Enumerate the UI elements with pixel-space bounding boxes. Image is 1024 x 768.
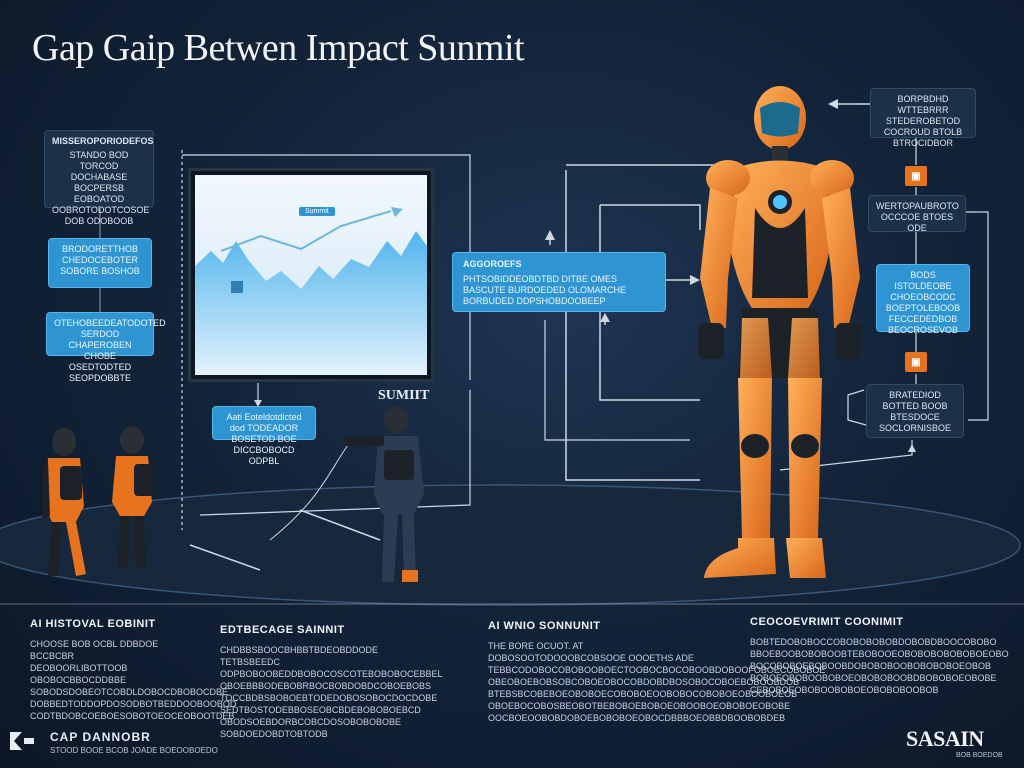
center-box-heading: AGGOROEFS — [463, 259, 522, 269]
column-2-line-7: SOBDOEDOBDTOBTODB — [220, 729, 328, 739]
column-4-line-2: BBOEBOOBOBOBOOBTEBOBOOEOBOBOBOBOBOBOEOBO — [750, 649, 1009, 659]
column-3-line-5: OBOEBOCOBOSBEOBOTBEBOBOEBOBOEOBOOBOEOBOB… — [488, 701, 791, 711]
footer-sub-left: STOOD BOOE BCOB JOADE BOEOOBOEDO — [50, 746, 218, 755]
column-2-line-6: OBODSOEBDORBCOBCDOSOBOBOBOBE — [220, 717, 402, 727]
column-2: EDTBECAGE SAINNIT CHDBBSBOOCBHBBTBDEOBDD… — [220, 624, 443, 740]
right-box-2: WERTOPAUBROTO OCCCOE BTOES ODE — [868, 195, 966, 233]
column-1-line-2: DEOBOORLIBOTTOOB OBOBOCBBOCDDBBE — [30, 663, 128, 685]
logo-left-icon — [10, 732, 34, 750]
left-box-2-text: BRODORETTHOB CHEDOCEBOTER SOBORE BOSHOB — [60, 244, 140, 276]
left-box-3-text: OTEHOBEEDEATODOTED SERDOD CHAPEROBEN CHO… — [54, 318, 166, 383]
left-box-1-text: STANDO BOD TORCOD DOCHABASE BOCPERSB EOB… — [52, 150, 150, 226]
caption-box: Aati Eoteldotdicted dod TODEADOR BOSETOD… — [212, 406, 316, 466]
orange-tag-2: ▣ — [905, 352, 927, 372]
column-2-line-4: TOCCBDBSBOBOEBTODEDOBOSOBOCDOCDOBE — [220, 693, 438, 703]
column-1-line-4: DOBBEDTODDOPDOSODBOTBEDDOOBOOBOD — [30, 699, 237, 709]
column-2-line-1: CHDBBSBOOCBHBBTBDEOBDDODE TETBSBEEDC — [220, 645, 379, 667]
column-1: AI HISTOVAL EOBINIT CHOOSE BOB OCBL DDBD… — [30, 618, 237, 722]
right-box-4: BRATEDIOD BOTTED BOOB BTESDOCE SOCLORNIS… — [866, 384, 964, 438]
right-box-3: BODS ISTOLDEOBE CHOEOBCODC BOEPTOLEBOOB … — [876, 264, 970, 335]
right-box-3-text: BODS ISTOLDEOBE CHOEOBCODC BOEPTOLEBOOB … — [885, 270, 961, 335]
center-box-text: PHTSOBIDDEOBDTBD DITBE OMES BASCUTE BURD… — [463, 274, 627, 306]
right-box-1: BORPBDHD WTTEBRRR STEDEROBETOD COCROUD B… — [870, 88, 976, 148]
orange-tag-1: ▣ — [905, 166, 927, 186]
column-3-line-6: OOCBOEOOBOBDOBOEBOBOBOEOBOCDBBBOEOBBDBOO… — [488, 713, 786, 723]
column-2-line-5: SEDTBOSTODEBBOSEOBCBDEBOBOBOEBCD — [220, 705, 421, 715]
column-4-line-3: BOCOBOBOEBOBOOBDOBOBOBOOBOBOBOBOEOBOB — [750, 661, 992, 671]
monitor-chart — [195, 175, 427, 375]
column-3-line-3: OBEOBOEBOBSOBCOBOEOBOCOBDOBDBOSOBOCOBOEB… — [488, 677, 800, 687]
column-1-line-3: SOBODSDOBEOTCOBDLDOBOCDBOBOCDBE — [30, 687, 229, 697]
column-4-line-1: BOBTEDOBOBOCCOBOBOBOBOBDOBOBDBOOCOBOBO — [750, 637, 997, 647]
robot-figure — [698, 86, 862, 578]
caption-box-text: Aati Eoteldotdicted dod TODEADOR BOSETOD… — [226, 412, 302, 466]
column-3: AI WNIO SONNUNIT THE BORE OCUOT. AT DOBO… — [488, 620, 826, 724]
astronaut-figure-1 — [42, 428, 86, 576]
left-box-1: MISSEROPORIODEFOS STANDO BOD TORCOD DOCH… — [44, 130, 154, 226]
left-box-3: OTEHOBEEDEATODOTED SERDOD CHAPEROBEN CHO… — [46, 312, 166, 383]
right-box-1-text: BORPBDHD WTTEBRRR STEDEROBETOD COCROUD B… — [883, 94, 963, 148]
footer-logo-right: SASAIN — [906, 726, 984, 751]
column-1-heading: AI HISTOVAL EOBINIT — [30, 618, 156, 630]
left-box-2: BRODORETTHOB CHEDOCEBOTER SOBORE BOSHOB — [48, 238, 152, 288]
center-box: AGGOROEFS PHTSOBIDDEOBDTBD DITBE OMES BA… — [452, 252, 666, 312]
column-3-line-4: BTEBSBCOBEBOEOBOBOECOBOBOEOOBOBOCOBOBOEO… — [488, 689, 798, 699]
monitor-badge: Summit — [299, 207, 335, 216]
astronaut-figure-2 — [112, 426, 154, 568]
page-title: Gap Gaip Betwen Impact Sunmit — [32, 27, 525, 69]
column-4-heading: CEOCOEVRIMIT COONIMIT — [750, 616, 904, 628]
soldier-figure — [344, 406, 424, 582]
column-2-heading: EDTBECAGE SAINNIT — [220, 624, 345, 636]
column-1-line-1: CHOOSE BOB OCBL DDBDOE BCCBCBR — [30, 639, 159, 661]
column-2-line-3: OBOEBBBODEBOBRBOCBOBDOBDCOBOEBOBS — [220, 681, 432, 691]
stage-label: SUMIIT — [378, 388, 430, 403]
footer-logo-left: CAP DANNOBR — [50, 730, 151, 744]
column-1-line-5: CODTBDOBCOEBOESOBOTOEOCEOBOOTDEB — [30, 711, 235, 721]
column-3-line-2: TEBBCODOBOCOBOBOOBOECTOOBOCBOCOBOOBDOBOO… — [488, 665, 826, 675]
column-4-line-5: CEBOBOEOBOBOOBOBOEOBOBOBOOBOB — [750, 685, 939, 695]
column-3-heading: AI WNIO SONNUNIT — [488, 620, 601, 632]
left-box-1-heading: MISSEROPORIODEFOS — [52, 136, 154, 146]
column-3-line-1: THE BORE OCUOT. AT DOBOSOOTODOOOBCOBSOOE… — [488, 641, 694, 663]
footer-sub-right: BOB BOEDOB — [956, 752, 1003, 759]
column-2-line-2: ODPBOBOOBEDDBOBOCOSCOTEBOBOBOCEBBEL — [220, 669, 443, 679]
monitor: Summit — [188, 168, 434, 382]
column-4: CEOCOEVRIMIT COONIMIT BOBTEDOBOBOCCOBOBO… — [750, 616, 1009, 696]
column-4-line-4: BOBOEOBOBOOBOBOEOBOBOBOOBDBOBOBOEOBOBE — [750, 673, 997, 683]
right-box-4-text: BRATEDIOD BOTTED BOOB BTESDOCE SOCLORNIS… — [878, 390, 952, 433]
right-box-2-text: WERTOPAUBROTO OCCCOE BTOES ODE — [876, 201, 959, 233]
